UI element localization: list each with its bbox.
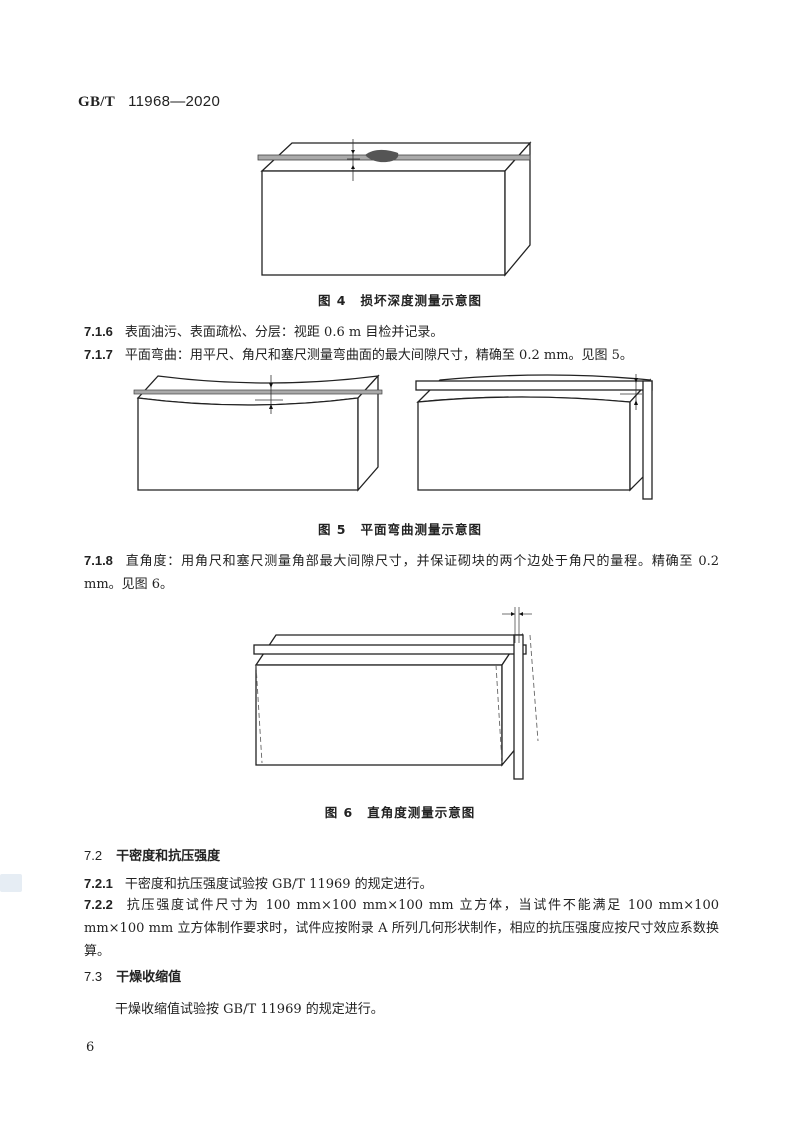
standard-prefix: GB/T [78,94,116,110]
clause-7-3-text: 干燥收缩值试验按 GB/T 11969 的规定进行。 [115,1002,384,1017]
page-number: 6 [86,1040,95,1055]
standard-number: 11968—2020 [128,93,221,110]
standard-header: GB/T 11968—2020 [78,92,220,111]
figure-6-diagram [253,607,539,780]
side-tab-marker [0,874,22,892]
figure-5-right-diagram [415,374,653,500]
figure-4-diagram [257,139,532,277]
figure-5-left-diagram [133,374,383,492]
